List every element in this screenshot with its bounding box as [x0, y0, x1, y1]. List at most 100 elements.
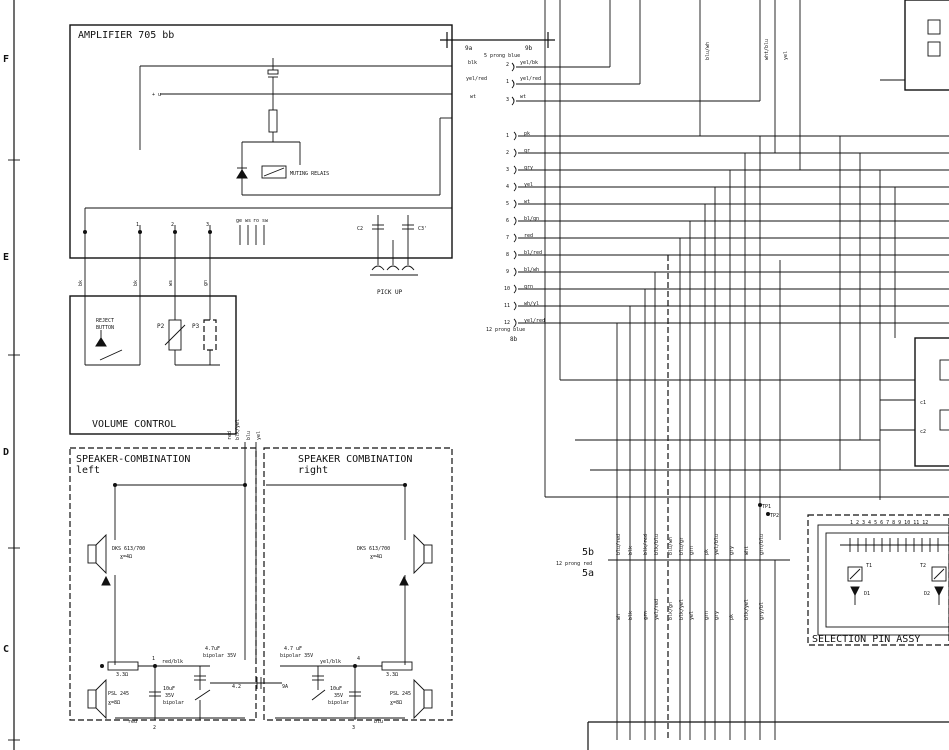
connector-9-row-3-num: 3 [506, 97, 509, 103]
conn8-num-7: 7 [506, 235, 509, 241]
amp-terminal-1: ge [236, 218, 242, 224]
amplifier-box: AMPLIFIER 705 bb + u MUTING RELAIS [69, 24, 453, 290]
c5-bot-4: yel/red [654, 599, 660, 620]
left-upper-model: DKS 613/700 [112, 546, 145, 552]
conn8-label-5: wt [524, 199, 530, 205]
connector-5-bottom-labels: wh blk grn yel/red blk/gn blk/yel yel gr… [616, 599, 765, 620]
tp1-label: TP1 [762, 504, 771, 510]
left-lower-imp: ɣ=8Ω [108, 700, 120, 706]
vol-wire-1: bk [78, 280, 84, 286]
amp-terminal-4: sw [262, 218, 269, 224]
right-cap2-2: 35V [334, 693, 343, 699]
connector-9a: 9a [465, 45, 473, 52]
right-wire-2: blu [374, 719, 383, 725]
conn8-label-4: yel [524, 182, 533, 188]
c5-top-10: gry [729, 546, 735, 555]
conn8-label-3: gry [524, 165, 533, 171]
conn8-num-2: 2 [506, 150, 509, 156]
speaker-left-title: SPEAKER-COMBINATION [76, 454, 190, 465]
left-wire-2: red [128, 719, 137, 725]
grid-row-e: E [3, 252, 9, 263]
conn8-label-7: red [524, 233, 533, 239]
connector-9-row-2-num: 1 [506, 79, 509, 85]
mid-wire-4: yel [256, 431, 262, 440]
connector-9-row-1-left: blk [468, 60, 477, 66]
speaker-feed-wires: red blk/yel blu yel [227, 419, 262, 660]
left-wire-1: red/blk [162, 659, 183, 665]
connector-5: 5b 12 prong red 5a blu/red blk blk/red b… [556, 503, 949, 750]
conn8-num-9: 9 [506, 269, 509, 275]
selection-part-t2: T2 [920, 563, 926, 569]
speaker-right-title: SPEAKER COMBINATION [298, 454, 412, 465]
conn8-num-5: 5 [506, 201, 509, 207]
left-cap2-3: bipolar [163, 700, 184, 706]
conn8-num-6: 6 [506, 218, 509, 224]
connector-9-row-1-right: yel/bk [520, 60, 538, 66]
c5-top-8: pk [704, 549, 710, 555]
c5-bot-1: wh [616, 614, 622, 620]
connector-5a: 5a [582, 568, 594, 579]
c5-bot-8: grn [704, 611, 710, 620]
c5-top-5: blu/wh [668, 537, 674, 555]
mid-wire-3: blu [246, 431, 252, 440]
left-node-3: 4.2 [232, 684, 241, 690]
connector-8-wires [518, 135, 949, 324]
amp-in-label: + u [152, 92, 161, 98]
conn8-num-1: 1 [506, 133, 509, 139]
left-lower-model: PSL 245 [108, 691, 129, 697]
amp-pin-1: 1 [136, 222, 139, 228]
right-upper-imp: ɣ=4Ω [370, 554, 382, 560]
top-wire-label-2: wht/blu [764, 39, 770, 60]
amp-pin-3: 3 [206, 222, 209, 228]
right-node-2: 3 [352, 725, 355, 731]
amp-terminal-2: ws [245, 218, 251, 224]
grid-row-d: D [3, 447, 9, 458]
c5-top-11: wht [744, 546, 750, 555]
conn8-num-10: 10 [504, 286, 510, 292]
selection-title: SELECTION PIN ASSY [812, 634, 920, 645]
right-wire-1: yel/blk [320, 659, 341, 665]
reject-button-line1: REJECT [96, 318, 114, 324]
connector-5-top-labels: blu/red blk blk/red blk/blu blu/wh blu/g… [616, 534, 765, 555]
c5-top-3: blk/red [643, 534, 649, 555]
conn8-label-10: grn [524, 284, 533, 290]
top-right-wires: blu/wh wht/blu yel [544, 0, 949, 497]
connector-9-row-3-left: wt [470, 94, 476, 100]
mid-wire-2: blk/yel [235, 419, 241, 440]
c5-bot-2: blk [628, 611, 634, 620]
c5-bot-7: yel [689, 611, 695, 620]
connector-9-row-2-left: yel/red [466, 76, 487, 82]
vol-wire-3: ws [168, 280, 174, 286]
right-cap-1: 4.7 uF [284, 646, 302, 652]
amp-terminal-group: ge ws ro sw [236, 218, 269, 245]
amp-pin-2: 2 [171, 222, 174, 228]
volume-control-title: VOLUME CONTROL [92, 419, 176, 430]
conn8-num-4: 4 [506, 184, 509, 190]
connector-9-row-2-right: yel/red [520, 76, 541, 82]
vertical-wire-field [545, 136, 949, 740]
grid-row-c: C [3, 644, 9, 655]
conn8-label-9: bl/wh [524, 267, 539, 273]
connector-8-contacts [513, 131, 517, 328]
left-resistor: 3.3Ω [116, 672, 128, 678]
speaker-right-box: SPEAKER COMBINATION right DKS 613/700 ɣ=… [263, 447, 453, 731]
connector-8-note: 12 prong blue [486, 327, 525, 333]
connector-9-row-1-num: 2 [506, 62, 509, 68]
top-wire-label-3: yel [783, 51, 789, 60]
left-cap-2: bipolar 35V [203, 653, 236, 659]
conn8-label-1: pk [524, 131, 530, 137]
connector-8: 1 pk 2 gr 3 gry 4 yel 5 wt 6 bl/gn 7 red… [486, 131, 949, 343]
connector-9b: 9b [525, 45, 533, 52]
selection-ticks [849, 538, 939, 552]
right-upper-model: DKS 613/700 [357, 546, 390, 552]
right-lower-model: PSL 245 [390, 691, 411, 697]
conn8-label-6: bl/gn [524, 216, 539, 222]
grid-border: F E D C [3, 0, 20, 750]
muting-relay-label: MUTING RELAIS [290, 171, 329, 177]
selection-part-t1: T1 [866, 563, 872, 569]
c5-top-2: blk [628, 546, 634, 555]
speaker-left-subtitle: left [76, 465, 100, 476]
volume-control-box: bk bk ws gn REJECT BUTTON P2 P3 VOLUME C… [69, 280, 237, 435]
c5-bot-3: grn [643, 611, 649, 620]
left-node-1: 1 [152, 656, 155, 662]
